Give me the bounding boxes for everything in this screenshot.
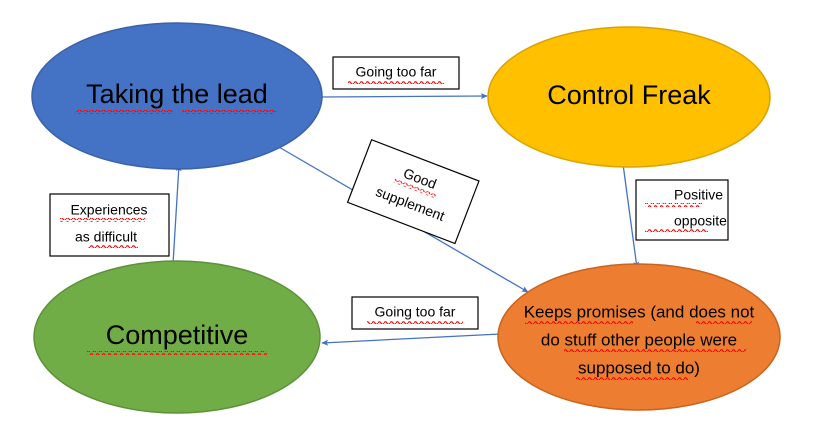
node-control-freak-shape[interactable] [487, 26, 771, 168]
node-taking-the-lead[interactable]: Taking the lead [31, 22, 323, 170]
edge-label-going-too-far-top-text: Going too far [356, 64, 437, 80]
connector-control-to-keeps[interactable] [622, 163, 640, 269]
connector-keeps-to-competitive[interactable] [321, 333, 501, 346]
node-taking-the-lead-shape[interactable] [31, 22, 323, 170]
edge-label-positive-opposite-line-2: opposite [674, 213, 727, 229]
spellcheck-underline [645, 203, 702, 207]
node-keeps-promises-line-1: Keeps promises (and does not [524, 302, 755, 321]
spellcheck-underline [76, 110, 173, 114]
node-control-freak[interactable]: Control Freak [487, 26, 771, 168]
edge-label-going-too-far-top[interactable]: Going too far [332, 56, 460, 90]
spellcheck-underline [564, 349, 746, 353]
spellcheck-underline [348, 80, 444, 84]
spellcheck-underline [696, 321, 752, 325]
spellcheck-underline [87, 351, 267, 355]
node-control-freak-label: Control Freak [547, 80, 711, 110]
node-competitive-label: Competitive [106, 320, 249, 350]
edge-label-experiences-line-2: as difficult [75, 229, 137, 245]
edge-label-positive-opposite-line-1: Positive [674, 187, 723, 203]
spellcheck-underline [367, 320, 463, 324]
node-keeps-promises-shape[interactable] [497, 263, 781, 411]
node-competitive-shape[interactable] [33, 260, 321, 414]
edge-label-good-supplement-box[interactable] [346, 138, 480, 245]
edge-label-experiences-as-difficult[interactable]: Experiences as difficult [49, 193, 170, 257]
node-keeps-promises[interactable]: Keeps promises (and does not do stuff ot… [497, 263, 781, 411]
connectors-layer [172, 93, 640, 346]
spellcheck-underline [60, 218, 145, 222]
spellcheck-underline [645, 229, 708, 233]
spellcheck-underline [88, 245, 138, 249]
node-keeps-promises-line-3: supposed to do) [578, 358, 700, 377]
node-taking-the-lead-label: Taking the lead [86, 79, 268, 109]
edge-label-going-too-far-bottom-text: Going too far [375, 304, 456, 320]
spellcheck-underline [182, 110, 276, 114]
spellcheck-underline [393, 178, 437, 199]
spellcheck-underline [525, 321, 633, 325]
edge-label-experiences-line-1: Experiences [70, 202, 147, 218]
edge-label-going-too-far-bottom[interactable]: Going too far [351, 296, 479, 330]
node-keeps-promises-line-2: do stuff other people were [541, 330, 737, 349]
connector-competitive-to-lead[interactable] [172, 164, 182, 265]
connector-lead-to-control[interactable] [321, 93, 488, 100]
edge-label-good-supplement[interactable]: Good supplement [346, 138, 480, 245]
spellcheck-underline [576, 377, 688, 381]
node-competitive[interactable]: Competitive [33, 260, 321, 414]
edge-label-positive-opposite[interactable]: Positive opposite [635, 179, 729, 241]
